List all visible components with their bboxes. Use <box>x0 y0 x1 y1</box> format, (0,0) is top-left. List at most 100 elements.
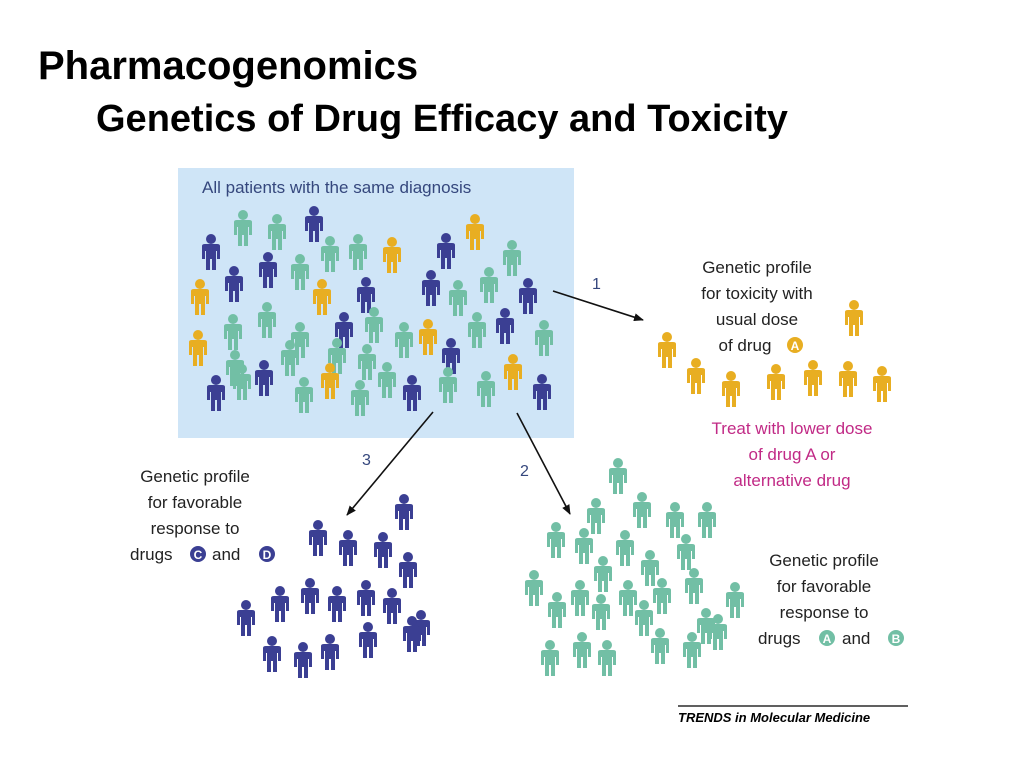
person-figure <box>271 586 289 622</box>
person-figure <box>541 640 559 676</box>
arrow-3-label: 3 <box>362 452 371 469</box>
svg-text:and: and <box>842 629 870 648</box>
person-figure <box>709 614 727 650</box>
svg-text:response to: response to <box>780 603 869 622</box>
favorable-ab-label: Genetic profile for favorable response t… <box>758 551 879 648</box>
person-figure <box>258 302 276 338</box>
person-figure <box>281 340 299 376</box>
person-figure <box>399 552 417 588</box>
person-figure <box>653 578 671 614</box>
person-figure <box>313 279 331 315</box>
person-figure <box>658 332 676 368</box>
drug-a-badge-favorable <box>819 630 835 646</box>
svg-text:and: and <box>212 545 240 564</box>
person-figure <box>237 600 255 636</box>
person-figure <box>224 314 242 350</box>
person-figure <box>477 371 495 407</box>
svg-text:drugs: drugs <box>758 629 801 648</box>
toxicity-profile-label: Genetic profile for toxicity with usual … <box>701 258 812 355</box>
person-figure <box>202 234 220 270</box>
person-figure <box>403 375 421 411</box>
person-figure <box>594 556 612 592</box>
svg-text:Genetic profile: Genetic profile <box>140 467 250 486</box>
person-figure <box>609 458 627 494</box>
person-figure <box>365 307 383 343</box>
person-figure <box>291 254 309 290</box>
person-figure <box>328 586 346 622</box>
arrow-2 <box>516 412 571 515</box>
slide-subtitle: Genetics of Drug Efficacy and Toxicity <box>96 98 788 140</box>
drug-d-badge-letter: D <box>263 548 272 562</box>
svg-text:Genetic profile: Genetic profile <box>769 551 879 570</box>
person-figure <box>519 278 537 314</box>
arrow-1 <box>552 290 644 322</box>
person-figure <box>619 580 637 616</box>
person-figure <box>535 320 553 356</box>
person-figure <box>339 530 357 566</box>
person-figure <box>504 354 522 390</box>
person-figure <box>839 361 857 397</box>
favorable-cd-label: Genetic profile for favorable response t… <box>130 467 250 564</box>
person-figure <box>666 502 684 538</box>
person-figure <box>301 578 319 614</box>
person-figure <box>496 308 514 344</box>
person-figure <box>503 240 521 276</box>
person-figure <box>641 550 659 586</box>
svg-text:of drug A or: of drug A or <box>749 445 836 464</box>
person-figure <box>321 363 339 399</box>
drug-a-badge-favorable-letter: A <box>823 632 832 646</box>
person-figure <box>767 364 785 400</box>
person-figure <box>207 375 225 411</box>
person-figure <box>533 374 551 410</box>
person-figure <box>268 214 286 250</box>
person-figure <box>633 492 651 528</box>
person-figure <box>321 634 339 670</box>
person-figure <box>351 380 369 416</box>
population-label: All patients with the same diagnosis <box>202 178 471 197</box>
person-figure <box>294 642 312 678</box>
person-figure <box>548 592 566 628</box>
person-figure <box>383 588 401 624</box>
favorable-cd-group-people <box>237 494 430 678</box>
svg-text:alternative drug: alternative drug <box>733 471 850 490</box>
person-figure <box>635 600 653 636</box>
person-figure <box>358 344 376 380</box>
person-figure <box>587 498 605 534</box>
person-figure <box>359 622 377 658</box>
person-figure <box>378 362 396 398</box>
person-figure <box>683 632 701 668</box>
drug-b-badge-letter: B <box>892 632 901 646</box>
svg-text:usual dose: usual dose <box>716 310 798 329</box>
person-figure <box>449 280 467 316</box>
person-figure <box>722 371 740 407</box>
drug-c-badge <box>190 546 206 562</box>
toxicity-group-people <box>658 300 891 407</box>
person-figure <box>234 210 252 246</box>
person-figure <box>295 377 313 413</box>
person-figure <box>305 206 323 242</box>
person-figure <box>309 520 327 556</box>
person-figure <box>191 279 209 315</box>
person-figure <box>255 360 273 396</box>
svg-text:Genetic profile: Genetic profile <box>702 258 812 277</box>
person-figure <box>225 266 243 302</box>
person-figure <box>263 636 281 672</box>
svg-text:for favorable: for favorable <box>777 577 872 596</box>
person-figure <box>480 267 498 303</box>
svg-text:for favorable: for favorable <box>148 493 243 512</box>
svg-text:Treat with lower dose: Treat with lower dose <box>712 419 873 438</box>
svg-text:drugs: drugs <box>130 545 173 564</box>
person-figure <box>698 502 716 538</box>
person-figure <box>592 594 610 630</box>
person-figure <box>687 358 705 394</box>
person-figure <box>395 322 413 358</box>
person-figure <box>525 570 543 606</box>
arrow-3 <box>346 411 434 516</box>
person-figure <box>547 522 565 558</box>
person-figure <box>437 233 455 269</box>
person-figure <box>677 534 695 570</box>
person-figure <box>651 628 669 664</box>
person-figure <box>873 366 891 402</box>
slide-title: Pharmacogenomics <box>38 44 419 88</box>
